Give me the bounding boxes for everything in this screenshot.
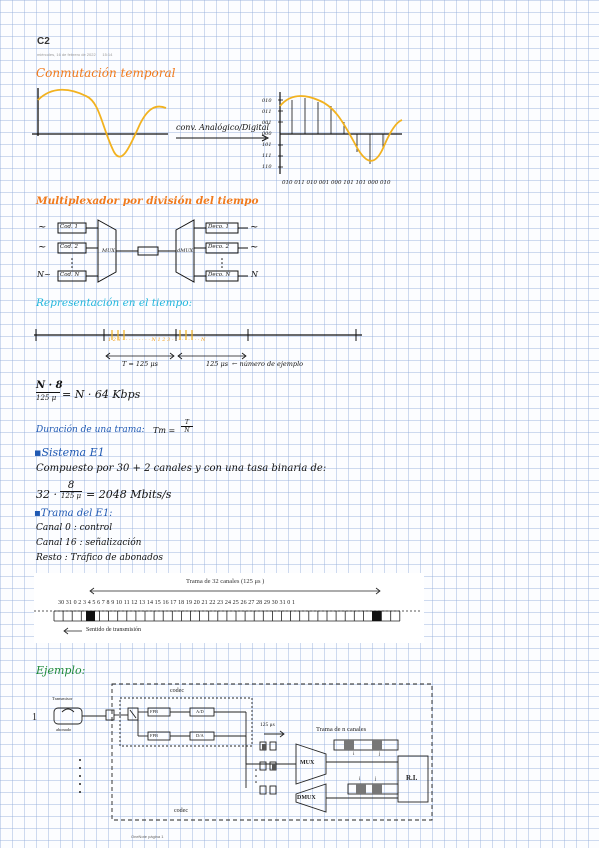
cod-2-label: Cod. 2 [60, 244, 79, 250]
output-tilde-1: ~ [250, 222, 259, 233]
sistema-den: 125 μ [60, 492, 82, 500]
heading-ejemplo: Ejemplo: [36, 664, 86, 677]
trama-line-1: Canal 16 : señalización [36, 538, 142, 548]
trama-line-0: Canal 0 : control [36, 523, 113, 533]
tdm-diagram [57, 219, 248, 283]
code-6: 110 [262, 164, 272, 170]
analog-wave-graph [32, 88, 168, 158]
output-n: N [251, 270, 258, 279]
slot-j-top: j [379, 752, 381, 757]
slot-i-top: i [353, 752, 355, 757]
da-block: D/A [196, 733, 204, 738]
mux-label: MUX [102, 248, 115, 254]
duracion-num: T [184, 419, 189, 426]
demux-label: dMUX [177, 248, 194, 254]
page-time: 15:14 [102, 52, 113, 57]
phone-label-bottom: abonado [56, 727, 72, 732]
duracion-label: Duración de una trama: [36, 425, 145, 435]
example-diagram [53, 683, 433, 821]
sample-number-note: ← número de ejemplo [232, 360, 304, 368]
code-0: 010 [262, 98, 272, 104]
quantized-codes-left: 010 011 001 000 101 111 110 [262, 96, 278, 173]
heading-sistema: ▪Sistema E1 [34, 446, 105, 459]
phone-label-top: Transmisor [52, 696, 73, 701]
sistema-bar [60, 491, 82, 492]
deco-1-label: Deco. 1 [208, 224, 229, 230]
frame-numbers: 30 31 0 2 3 4 5 6 7 8 9 10 11 12 13 14 1… [58, 600, 296, 606]
output-tilde-2: ~ [250, 242, 259, 253]
frame-slots [34, 587, 422, 635]
formula-numerator: N · 8 [36, 380, 63, 391]
mux-block: MUX [300, 760, 315, 766]
page-date: miércoles, 16 de febrero de 2022 [37, 52, 96, 57]
code-2: 001 [262, 120, 272, 126]
sistema-num: 8 [67, 480, 75, 491]
code-4: 101 [262, 142, 272, 148]
example-figure: 1 Transmisor abonado codec FPB FPB A/D D… [32, 682, 444, 822]
example-line-number: 1 [32, 712, 37, 723]
sampled-wave-graph [278, 92, 403, 174]
code-5: 111 [262, 153, 272, 159]
bottom-codes: 010 011 010 001 000 101 101 000 010 [282, 180, 391, 186]
deco-2-label: Deco. 2 [208, 244, 229, 250]
input-tilde-n: N~ [37, 270, 51, 279]
heading-representacion: Representación en el tiempo: [36, 297, 193, 309]
ad-arrow [176, 134, 270, 142]
frame-n-label: Trama de n canales [316, 726, 367, 733]
sistema-formula-left: 32 · [36, 488, 57, 501]
sample-sequence: 1 2 3 - - - - - - · · · N 1 2 3 - - - - … [108, 337, 206, 343]
ad-converter-label: conv. Analógico/Digital [176, 123, 270, 132]
slot-j-bottom: j [375, 777, 377, 782]
time-line-diagram [34, 329, 362, 360]
fraction-bar [36, 392, 60, 393]
sistema-formula-right: = 2048 Mbits/s [86, 488, 172, 501]
page-meta: miércoles, 16 de febrero de 2022 15:14 [37, 52, 112, 57]
timing-label: 125 μs [260, 722, 275, 728]
period-label-2: 125 μs [206, 360, 229, 368]
input-tilde-1: ~ [38, 222, 47, 233]
duracion-fraction: T N [181, 419, 193, 434]
heading-trama: ▪Trama del E1: [34, 508, 113, 519]
codec-label-2: codec [174, 808, 188, 814]
duracion-bar [181, 426, 193, 427]
deco-n-label: Deco. N [208, 272, 231, 278]
heading-multiplexador: Multiplexador por división del tiempo [36, 195, 259, 207]
bitrate-formula: N · 8 125 μ [36, 380, 63, 402]
code-3: 000 [262, 131, 272, 137]
codec-label: codec [170, 688, 184, 694]
input-tilde-2: ~ [38, 242, 47, 253]
formula-denominator: 125 μ [36, 394, 57, 402]
sistema-line1: Compuesto por 30 + 2 canales y con una t… [36, 463, 327, 474]
sistema-fraction: 8 125 μ [60, 480, 82, 500]
formula-result: = N · 64 Kbps [62, 388, 141, 401]
ri-block: R.I. [406, 774, 418, 782]
ad-block: A/D [196, 709, 204, 714]
page-footer: OneNote página 1 [131, 834, 164, 839]
period-label: T = 125 μs [122, 360, 158, 368]
heading-conmutacion: Conmutación temporal [36, 66, 176, 80]
duracion-formula-left: Tm = [153, 426, 176, 435]
frame-direction: Sentido de transmisión [86, 627, 141, 633]
e1-frame-figure: Trama de 32 canales (125 μs ) 30 31 0 2 … [34, 573, 424, 643]
code-1: 011 [262, 109, 272, 115]
page-title: C2 [37, 36, 50, 47]
trama-line-2: Resto : Tráfico de abonados [36, 553, 163, 563]
filter-1: FPB [150, 709, 159, 714]
cod-n-label: Cod. N [60, 272, 80, 278]
duracion-den: N [184, 427, 190, 434]
cod-1-label: Cod. 1 [60, 224, 79, 230]
slot-i-bottom: i [359, 777, 361, 782]
frame-caption: Trama de 32 canales (125 μs ) [186, 578, 265, 585]
dmux-block: DMUX [297, 795, 316, 801]
filter-2: FPB [150, 733, 159, 738]
